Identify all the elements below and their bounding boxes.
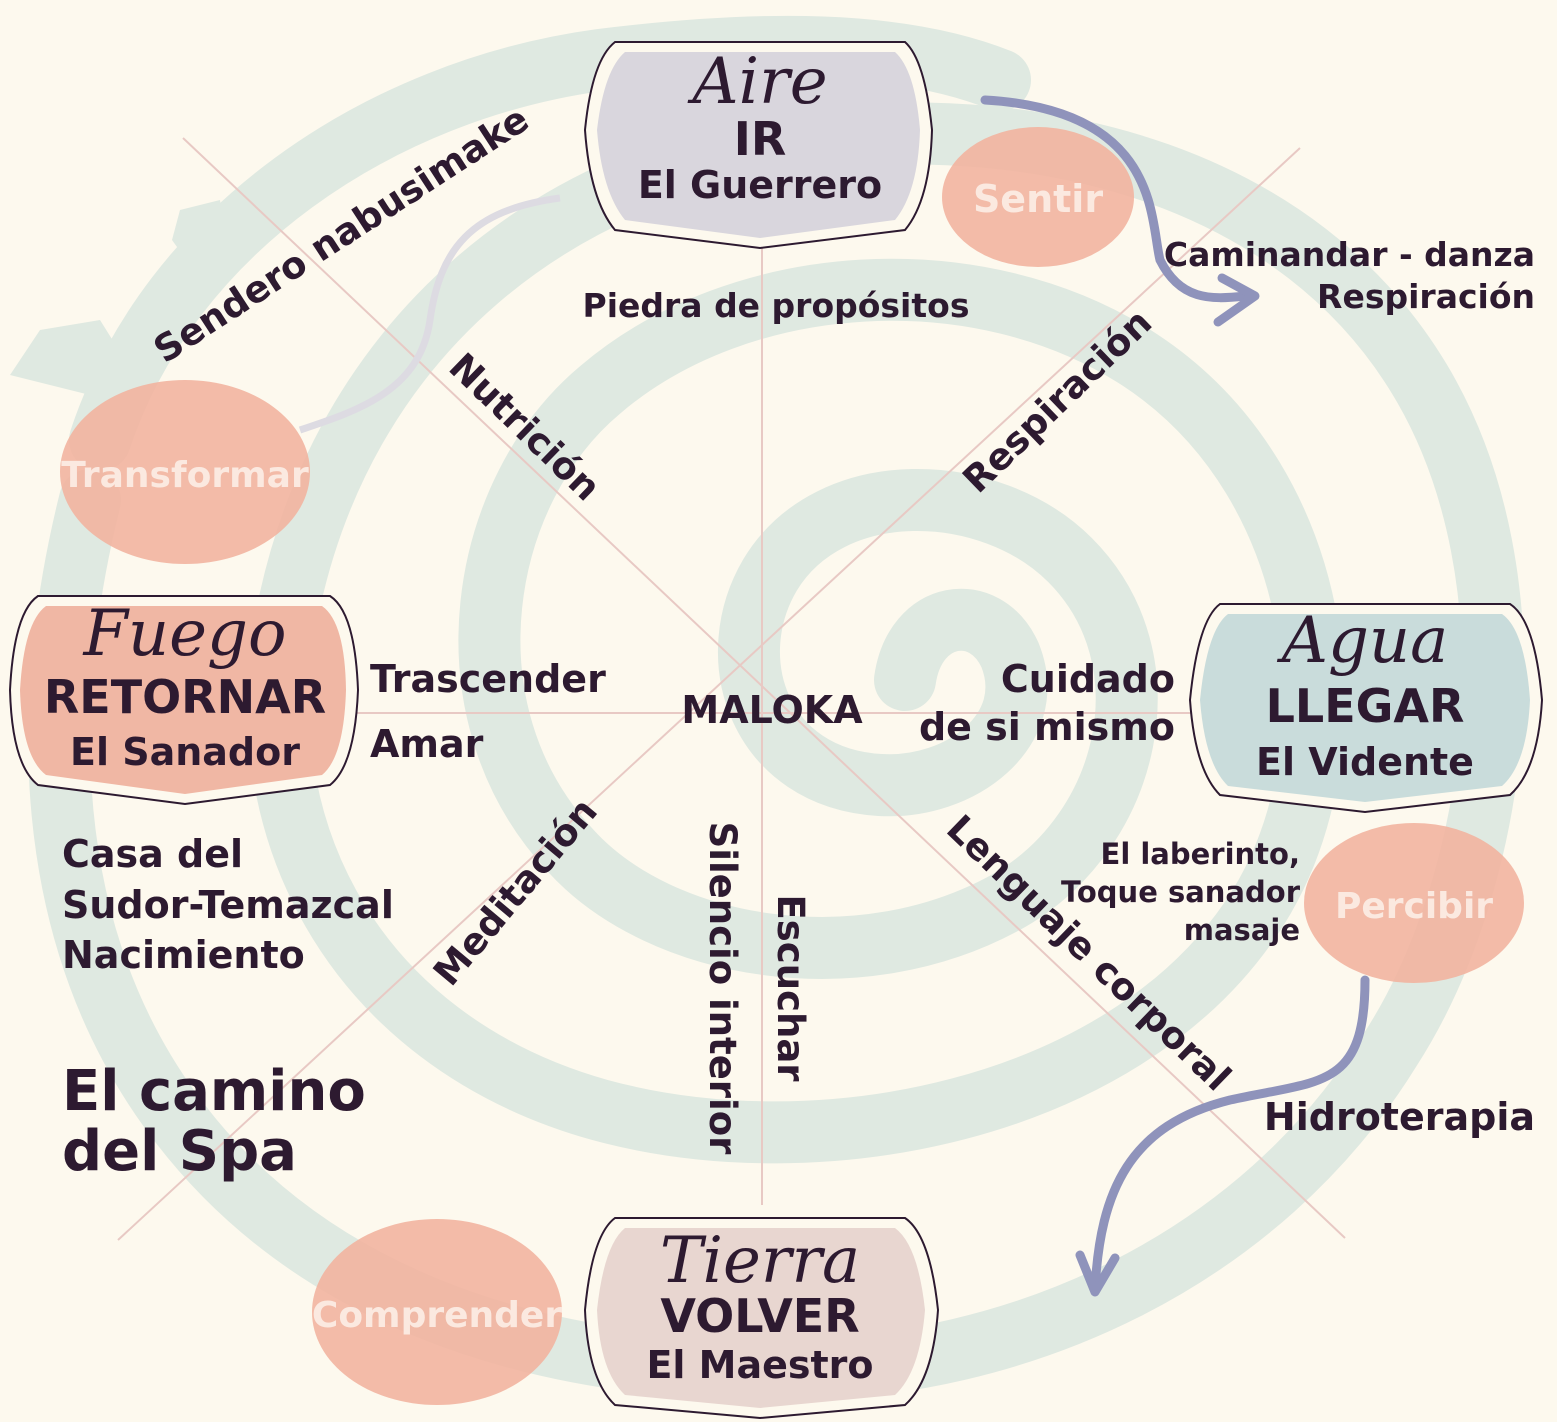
element-name: Aire [687,45,827,119]
svg-text:Transformar: Transformar [61,455,309,496]
label-laberinto-2: Toque sanador [1061,875,1301,909]
title-line-1: El camino [62,1059,366,1124]
element-verb: RETORNAR [44,670,326,724]
label-casa-1: Casa del [62,832,243,876]
arrow-agua-to-tierra [1090,975,1370,1295]
svg-text:Percibir: Percibir [1335,886,1493,927]
decorative-blob [172,200,225,265]
badge-agua: Agua LLEGAR El Vidente [1188,603,1544,814]
arrowhead-bottom [1075,1250,1120,1297]
label-caminandar: Caminandar - danza [1164,235,1535,274]
label-respiracion-top: Respiración [1317,277,1535,316]
label-silencio: Silencio interior [701,822,744,1156]
element-name: Tierra [660,1224,860,1298]
oval-percibir: Percibir [1304,823,1524,983]
element-role: El Maestro [646,1343,873,1387]
oval-comprender: Comprender [312,1219,562,1405]
label-hidroterapia: Hidroterapia [1264,1095,1535,1139]
oval-sentir: Sentir [942,127,1134,267]
badge-tierra: Tierra VOLVER El Maestro [583,1217,940,1420]
label-piedra: Piedra de propósitos [583,286,970,325]
badge-aire: Aire IR El Guerrero [583,41,934,250]
arrowhead-top [1213,273,1260,327]
svg-text:Comprender: Comprender [312,1295,562,1336]
svg-text:Sentir: Sentir [973,177,1103,221]
label-amar: Amar [370,722,484,766]
label-casa-2: Sudor-Temazcal [62,883,394,927]
label-laberinto-1: El laberinto, [1101,837,1300,871]
element-name: Fuego [83,597,287,671]
sendero-connector [298,194,561,434]
element-name: Agua [1277,604,1449,678]
element-verb: IR [734,112,787,166]
element-role: El Guerrero [638,163,882,207]
element-role: El Sanador [70,730,300,774]
guide-lines [117,137,1346,1241]
label-cuidado-1: Cuidado [1001,657,1175,701]
label-escuchar: Escuchar [769,894,812,1082]
label-trascender: Trascender [370,657,606,701]
arrow-aire-to-agua [980,95,1250,303]
badge-fuego: Fuego RETORNAR El Sanador [8,595,360,806]
element-role: El Vidente [1256,740,1474,784]
label-laberinto-3: masaje [1184,913,1300,947]
element-verb: LLEGAR [1266,679,1465,733]
label-cuidado-2: de si mismo [919,705,1175,749]
element-verb: VOLVER [660,1289,859,1343]
oval-transformar: Transformar [60,380,310,564]
title-line-2: del Spa [62,1119,297,1184]
center-label: MALOKA [681,688,863,732]
decorative-blob [10,320,125,395]
label-casa-3: Nacimiento [62,933,305,977]
